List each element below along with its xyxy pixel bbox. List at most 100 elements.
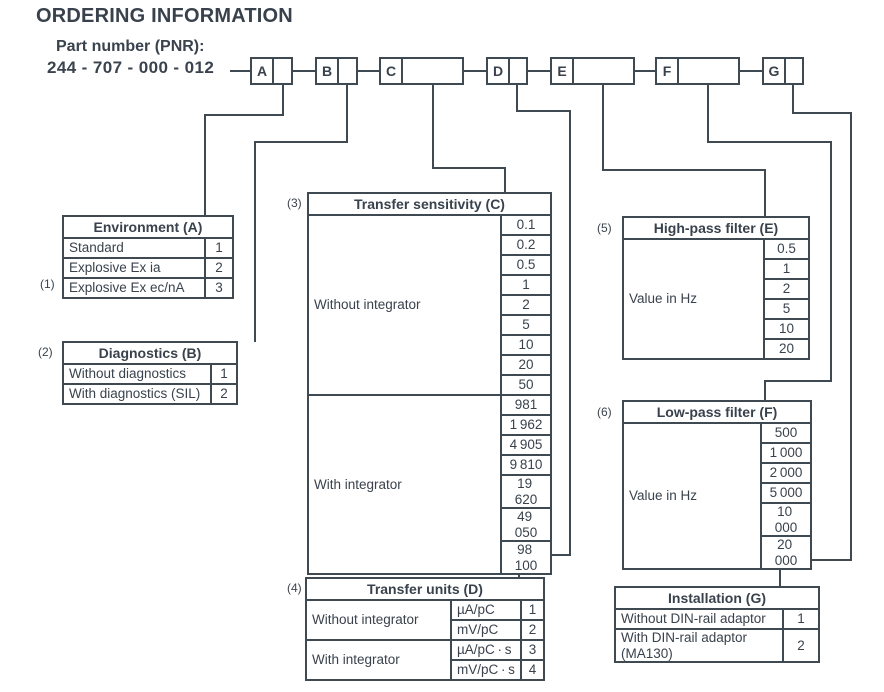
- cell-value: 1 962: [500, 414, 552, 436]
- cell-value: 3: [520, 639, 545, 661]
- table-title: Diagnostics (B): [62, 341, 238, 365]
- table-row: 1: [623, 258, 810, 280]
- pnr-segment-d: D: [486, 57, 528, 85]
- table-title: Transfer units (D): [305, 577, 545, 601]
- table-row: 20 000: [623, 535, 812, 571]
- table-row: mV/pC 2: [306, 619, 545, 641]
- table-row: 0.5: [308, 254, 552, 276]
- cell-value: 50: [500, 374, 552, 396]
- table-row: 0.2: [308, 234, 552, 256]
- cell-value: 0.5: [763, 238, 810, 260]
- segment-letter-f: F: [657, 59, 679, 83]
- table-title: Installation (G): [614, 586, 820, 610]
- segment-value-d: [510, 59, 526, 83]
- note-3: (3): [287, 196, 302, 210]
- table-row: Installation (G): [614, 586, 820, 610]
- segment-letter-e: E: [552, 59, 574, 83]
- cell-value: 49 050: [500, 507, 552, 543]
- cell-value: 10: [500, 334, 552, 356]
- page-title: ORDERING INFORMATION: [36, 5, 293, 27]
- pnr-segment-c: C: [379, 57, 464, 85]
- cell-value: 4 905: [500, 434, 552, 456]
- cell-label: Without diagnostics: [62, 363, 212, 385]
- cell-value: 5: [763, 298, 810, 320]
- part-number-label: Part number (PNR):: [56, 38, 205, 55]
- table-row: Without integrator µA/pC 1: [305, 599, 545, 641]
- cell-group-label: Value in Hz: [622, 421, 762, 571]
- pnr-segment-a: A: [250, 57, 293, 85]
- segment-letter-a: A: [252, 59, 274, 83]
- connector-e: [602, 85, 766, 217]
- cell-unit: µA/pC: [450, 599, 522, 621]
- cell-label: Standard: [62, 237, 206, 259]
- note-6: (6): [597, 405, 612, 419]
- pnr-segment-e: E: [550, 57, 635, 85]
- table-row: 1 000: [623, 442, 812, 464]
- cell-value: 981: [500, 394, 552, 416]
- cell-value: 2: [763, 278, 810, 300]
- cell-value: 2: [520, 619, 545, 641]
- note-5: (5): [597, 221, 612, 235]
- cell-value: 500: [760, 422, 812, 444]
- cell-value: 2: [500, 294, 552, 316]
- table-row: 19 620: [308, 473, 552, 510]
- table-row: Transfer sensitivity (C): [307, 192, 552, 216]
- segment-letter-b: B: [317, 59, 339, 83]
- segment-letter-g: G: [764, 59, 786, 83]
- cell-group-label: Without integrator: [305, 599, 452, 641]
- pnr-segment-f: F: [655, 57, 740, 85]
- table-row: Without integrator 0.1: [307, 214, 552, 396]
- table-row: 10: [308, 334, 552, 356]
- cell-label: Explosive Ex ec/nA: [62, 277, 206, 299]
- pnr-segment-g: G: [762, 57, 804, 85]
- cell-unit: µA/pC · s: [450, 639, 522, 661]
- cell-value: 1: [520, 599, 545, 621]
- table-row: 49 050: [308, 507, 552, 543]
- cell-value: 0.2: [500, 234, 552, 256]
- table-title: Environment (A): [62, 215, 234, 239]
- cell-value: 1: [763, 258, 810, 280]
- table-row: Value in Hz 0.5: [622, 238, 810, 360]
- table-row: With diagnostics (SIL)2: [62, 383, 238, 405]
- cell-value: 5 000: [760, 482, 812, 504]
- segment-value-b: [339, 59, 356, 83]
- segment-letter-c: C: [381, 59, 403, 83]
- note-1: (1): [40, 277, 55, 291]
- segment-letter-d: D: [488, 59, 510, 83]
- table-row: 10: [623, 318, 810, 340]
- pnr-segment-b: B: [315, 57, 358, 85]
- cell-value: 20: [763, 338, 810, 360]
- table-row: 20: [308, 354, 552, 376]
- cell-value: 2: [210, 383, 238, 405]
- table-row: 5: [623, 298, 810, 320]
- table-row: mV/pC · s 4: [306, 659, 545, 681]
- connector-c: [432, 85, 506, 193]
- cell-value: 2 000: [760, 462, 812, 484]
- cell-label: Without DIN-rail adaptor: [614, 608, 784, 630]
- cell-value: 4: [520, 659, 545, 681]
- table-row: Environment (A): [62, 215, 234, 239]
- table-row: With integrator 981: [307, 393, 552, 576]
- cell-group-label: Without integrator: [307, 214, 502, 396]
- cell-value: 3: [204, 277, 234, 299]
- installation-table: Installation (G) Without DIN-rail adapto…: [614, 586, 820, 664]
- cell-value: 19 620: [500, 473, 552, 510]
- segment-value-e: [574, 59, 633, 83]
- cell-label: Explosive Ex ia: [62, 257, 206, 279]
- table-row: 9 810: [308, 454, 552, 476]
- cell-value: 10 000: [760, 501, 812, 538]
- transfer-sensitivity-table: Transfer sensitivity (C) Without integra…: [307, 192, 552, 576]
- cell-group-label: With integrator: [307, 393, 502, 576]
- table-row: 2 000: [623, 462, 812, 484]
- table-title: Transfer sensitivity (C): [307, 192, 552, 216]
- cell-value: 0.1: [500, 214, 552, 236]
- cell-value: 1: [210, 363, 238, 385]
- cell-label: With DIN-rail adaptor (MA130): [614, 627, 784, 664]
- cell-unit: mV/pC · s: [450, 659, 522, 681]
